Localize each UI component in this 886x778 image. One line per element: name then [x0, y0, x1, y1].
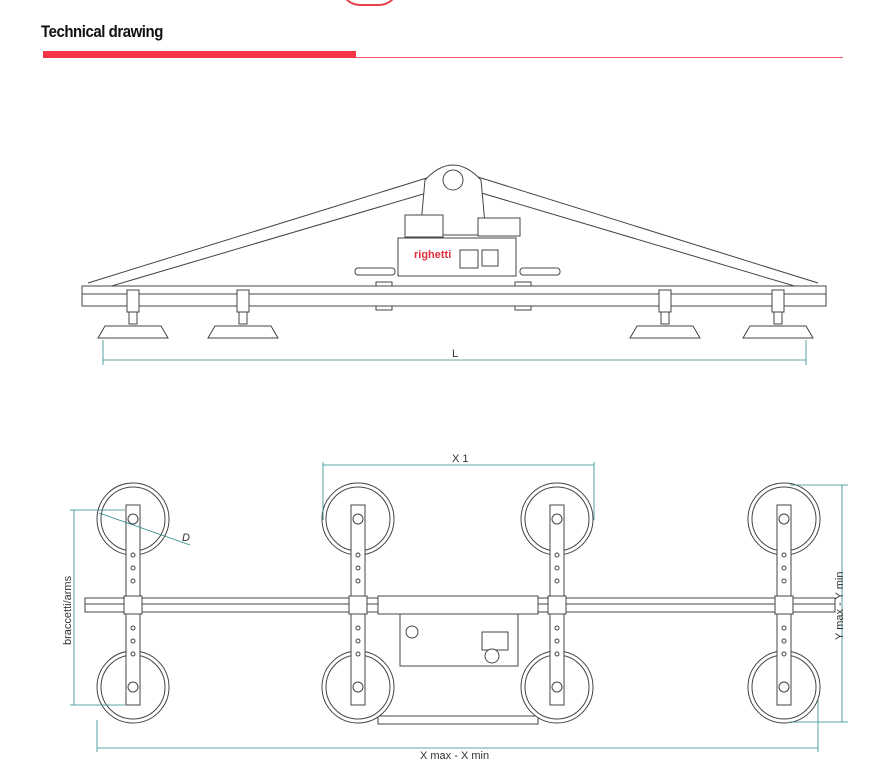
suction-arm	[520, 482, 594, 724]
title-underline-accent	[43, 51, 356, 58]
lifting-eye	[442, 169, 464, 191]
valve-block	[404, 214, 444, 238]
section-title: Technical drawing	[41, 22, 163, 41]
dim-label-length: L	[452, 348, 458, 360]
central-carriage	[377, 595, 539, 615]
suction-cup-side	[742, 289, 814, 339]
dim-label-x1: X 1	[452, 453, 469, 465]
dim-label-diameter: D	[182, 532, 190, 544]
suction-cup-side	[629, 289, 701, 339]
dim-label-x-range: X max - X min	[420, 750, 489, 762]
suction-arm	[321, 482, 395, 724]
dim-label-arms: braccetti/arms	[62, 575, 74, 645]
front-view: righetti L	[81, 164, 827, 365]
dim-label-y-range: Y max - Y min	[834, 572, 846, 640]
bottom-crossbar	[377, 715, 539, 725]
brand-logo: righetti	[414, 249, 451, 261]
title-underline	[356, 57, 843, 58]
suction-cup-side	[97, 289, 169, 339]
suction-cup-side	[207, 289, 279, 339]
suction-arm	[747, 482, 821, 724]
main-beam	[81, 285, 827, 295]
top-view: X 1 X max - X min Y max - Y min braccett…	[62, 453, 848, 762]
